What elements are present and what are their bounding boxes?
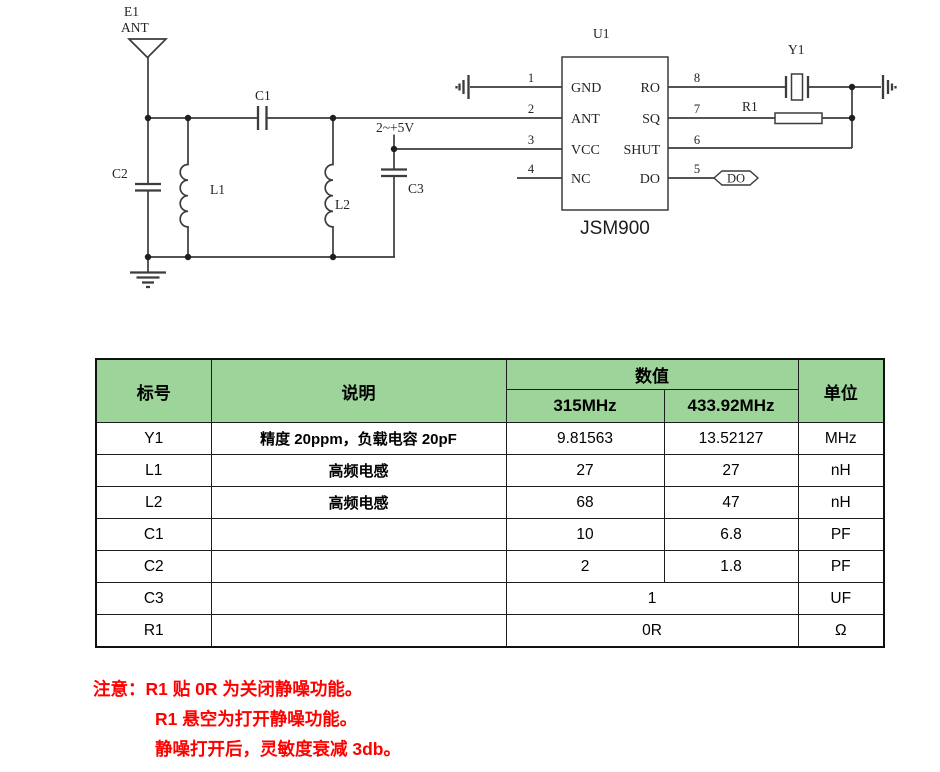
y1-crystal: Y1 (668, 42, 881, 101)
pin-number-8: 8 (694, 71, 700, 85)
cell-unit: MHz (797, 422, 885, 455)
cell-unit: PF (797, 518, 885, 551)
note-line-2: R1 悬空为打开静噪功能。 (155, 709, 358, 729)
c1-label: C1 (255, 88, 271, 103)
pin-number-6: 6 (694, 133, 700, 147)
cell-desc (210, 550, 507, 583)
c3-capacitor: C3 (381, 149, 424, 257)
ground-symbol-left (455, 75, 562, 99)
l1-label: L1 (210, 182, 225, 197)
warning-notes: 注意：R1 贴 0R 为关闭静噪功能。 R1 悬空为打开静噪功能。 静噪打开后，… (93, 674, 653, 764)
header-freq-315: 315MHz (505, 389, 665, 423)
cell-value-merged: 1 (505, 582, 799, 615)
cell-315: 10 (505, 518, 665, 551)
y1-label: Y1 (788, 42, 805, 57)
cell-desc (210, 582, 507, 615)
note-line-1: 注意：R1 贴 0R 为关闭静噪功能。 (93, 679, 363, 699)
pin-number-1: 1 (528, 71, 534, 85)
header-freq-433: 433.92MHz (663, 389, 799, 423)
header-unit: 单位 (797, 358, 885, 423)
ic-jsm900: U1 JSM900 GND ANT VCC NC RO SQ SHUT DO 1… (528, 26, 700, 239)
r1-label: R1 (742, 99, 758, 114)
l1-inductor: L1 (179, 118, 225, 257)
cell-unit: UF (797, 582, 885, 615)
cell-value-merged: 0R (505, 614, 799, 648)
cell-label: C1 (95, 518, 212, 551)
cell-label: C3 (95, 582, 212, 615)
cell-433: 13.52127 (663, 422, 799, 455)
cell-315: 68 (505, 486, 665, 519)
cell-315: 2 (505, 550, 665, 583)
table-row: R1 0R Ω (95, 614, 885, 648)
cell-unit: PF (797, 550, 885, 583)
table-row: L1 高频电感 27 27 nH (95, 454, 885, 487)
ground-symbol-right (881, 75, 897, 99)
cell-label: Y1 (95, 422, 212, 455)
do-net-label: DO (668, 170, 760, 186)
power-label: 2~+5V (376, 120, 414, 135)
antenna-label: ANT (121, 20, 149, 35)
pin-number-7: 7 (694, 102, 700, 116)
table-row: C1 10 6.8 PF (95, 518, 885, 551)
component-table: 标号 说明 数值 单位 315MHz 433.92MHz Y1 精度 20ppm… (95, 358, 885, 648)
cell-label: L2 (95, 486, 212, 519)
cell-433: 27 (663, 454, 799, 487)
pin-name-shut: SHUT (623, 143, 660, 158)
c1-capacitor: C1 (148, 88, 562, 130)
junction-dots (144, 83, 856, 261)
pin-name-do: DO (640, 172, 660, 187)
cell-label: C2 (95, 550, 212, 583)
ic-part-number: JSM900 (580, 218, 650, 239)
pin-number-4: 4 (528, 162, 535, 176)
header-desc: 说明 (210, 358, 507, 423)
cell-315: 27 (505, 454, 665, 487)
cell-desc: 高频电感 (210, 486, 507, 519)
circuit-schematic: E1 ANT C1 C2 L1 L2 (112, 4, 897, 289)
cell-desc (210, 614, 507, 648)
ground-symbol-bottom (130, 256, 395, 289)
pin-number-2: 2 (528, 102, 534, 116)
r1-resistor: R1 (668, 99, 852, 125)
cell-433: 47 (663, 486, 799, 519)
pin-name-ant: ANT (571, 112, 600, 127)
table-row: Y1 精度 20ppm，负载电容 20pF 9.81563 13.52127 M… (95, 422, 885, 455)
antenna-symbol: E1 ANT (121, 4, 169, 118)
cell-label: L1 (95, 454, 212, 487)
table-row: L2 高频电感 68 47 nH (95, 486, 885, 519)
header-label: 标号 (95, 358, 212, 423)
pin-number-3: 3 (528, 133, 534, 147)
do-tag-text: DO (727, 172, 745, 186)
pin-name-sq: SQ (642, 112, 660, 127)
l2-inductor: L2 (324, 118, 350, 257)
pin-name-ro: RO (641, 81, 660, 96)
table-row: C2 2 1.8 PF (95, 550, 885, 583)
c2-capacitor: C2 (112, 118, 161, 257)
c3-label: C3 (408, 181, 424, 196)
cell-315: 9.81563 (505, 422, 665, 455)
cell-unit: nH (797, 454, 885, 487)
cell-desc: 精度 20ppm，负载电容 20pF (210, 422, 507, 455)
c2-label: C2 (112, 166, 128, 181)
cell-desc: 高频电感 (210, 454, 507, 487)
cell-433: 1.8 (663, 550, 799, 583)
pin-name-nc: NC (571, 172, 590, 187)
cell-desc (210, 518, 507, 551)
table-row: C3 1 UF (95, 582, 885, 615)
cell-unit: nH (797, 486, 885, 519)
pin-name-vcc: VCC (571, 143, 600, 158)
header-value: 数值 (505, 358, 799, 390)
pin-name-gnd: GND (571, 81, 601, 96)
note-line-3: 静噪打开后，灵敏度衰减 3db。 (155, 739, 401, 759)
cell-433: 6.8 (663, 518, 799, 551)
pin-number-5: 5 (694, 162, 700, 176)
cell-label: R1 (95, 614, 212, 648)
ic-ref: U1 (593, 26, 610, 41)
cell-unit: Ω (797, 614, 885, 648)
l2-label: L2 (335, 197, 350, 212)
antenna-ref: E1 (124, 4, 139, 19)
